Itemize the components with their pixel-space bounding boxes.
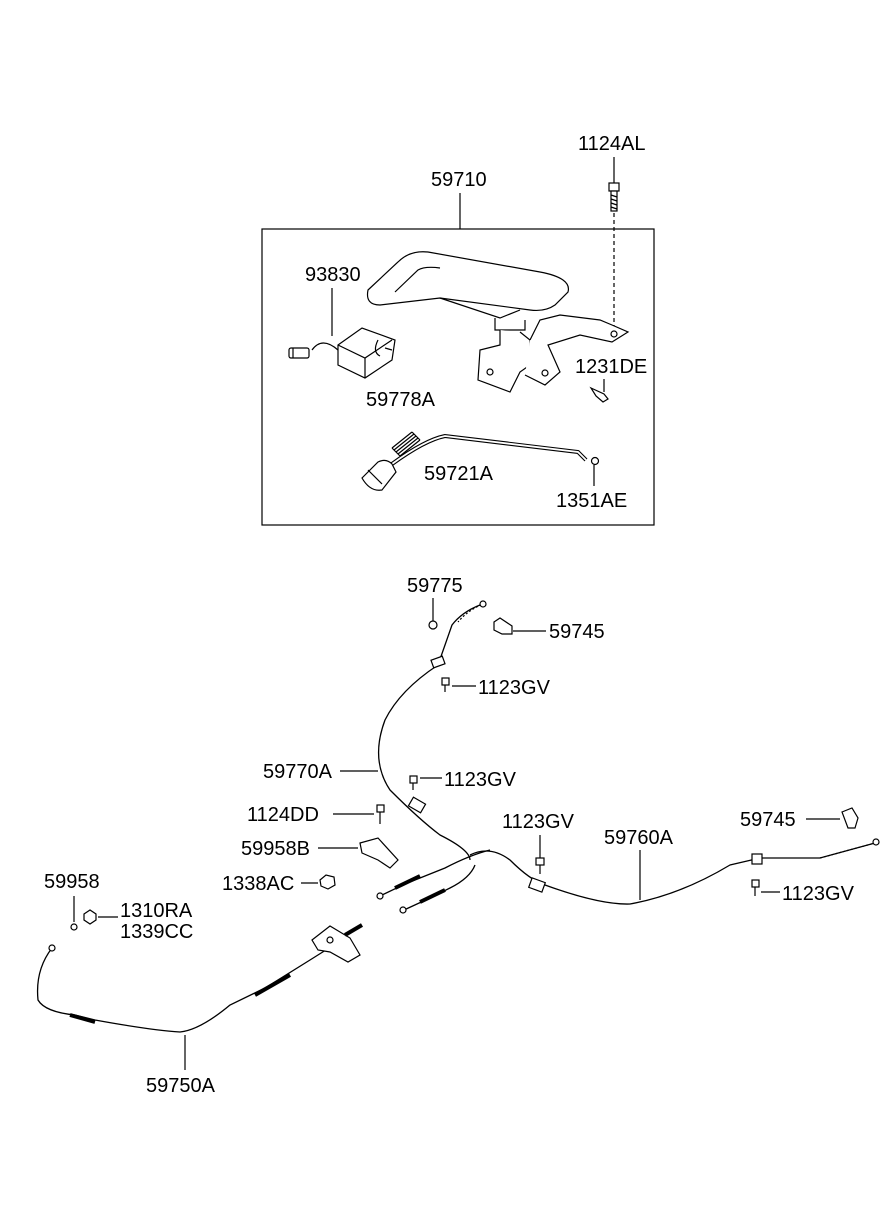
- label-1338AC: 1338AC: [222, 873, 294, 895]
- bolt-1124AL: [608, 182, 620, 212]
- label-59710: 59710: [431, 169, 487, 191]
- label-59760A: 59760A: [604, 827, 674, 849]
- label-1231DE: 1231DE: [575, 356, 647, 378]
- label-59750A: 59750A: [146, 1075, 216, 1097]
- assembly-box-59710: [261, 228, 655, 526]
- bracket-59958B: [359, 837, 399, 869]
- bolt-1123GV-1: [441, 677, 450, 692]
- cable-59750A: [36, 923, 364, 1033]
- rod-59721A: [361, 433, 588, 491]
- clip-1351AE: [590, 456, 600, 466]
- label-59958B: 59958B: [241, 838, 310, 860]
- label-1310RA: 1310RA: [120, 900, 193, 922]
- label-59958: 59958: [44, 871, 100, 893]
- bolt-1123GV-2: [409, 775, 418, 790]
- label-1123GV-1: 1123GV: [478, 677, 551, 699]
- label-1124AL: 1124AL: [578, 133, 645, 155]
- label-1123GV-3: 1123GV: [502, 811, 575, 833]
- nut-1310RA: [83, 909, 97, 925]
- label-59745-top: 59745: [549, 621, 605, 643]
- center-cable-ends: [376, 849, 491, 914]
- bolt-1123GV-4: [751, 879, 760, 896]
- label-1339CC: 1339CC: [120, 921, 193, 943]
- bolt-1124DD: [376, 804, 385, 824]
- label-1124DD: 1124DD: [247, 804, 319, 826]
- switch-93830: [288, 327, 396, 379]
- parking-brake-lever: [366, 251, 630, 393]
- label-1123GV-2: 1123GV: [444, 769, 517, 791]
- screw-1231DE: [589, 386, 609, 403]
- spring-59778A: [391, 431, 421, 457]
- part-59775: [428, 620, 438, 630]
- clip-59745-right: [841, 807, 859, 829]
- label-59778A: 59778A: [366, 389, 436, 411]
- clip-59745-top: [493, 617, 513, 635]
- cable-59760A: [469, 838, 880, 905]
- part-59958: [70, 923, 78, 931]
- label-93830: 93830: [305, 264, 361, 286]
- label-59721A: 59721A: [424, 463, 494, 485]
- nut-1338AC: [319, 874, 336, 890]
- label-59775: 59775: [407, 575, 463, 597]
- label-59745-right: 59745: [740, 809, 796, 831]
- label-59770A: 59770A: [263, 761, 333, 783]
- bolt-1123GV-3: [535, 857, 545, 874]
- label-1351AE: 1351AE: [556, 490, 627, 512]
- label-1123GV-4: 1123GV: [782, 883, 855, 905]
- cable-59770A: [377, 600, 487, 861]
